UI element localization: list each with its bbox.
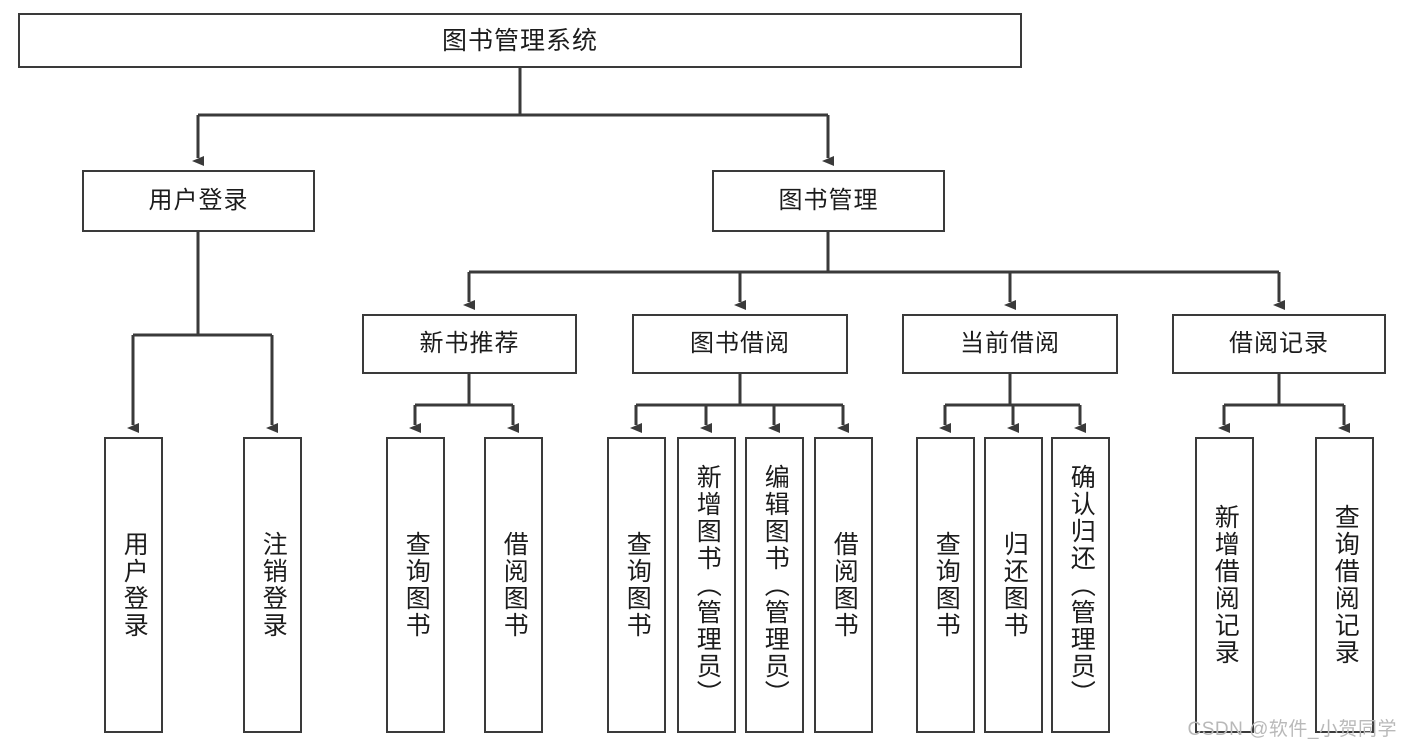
node-leaf-bb-query-book-label: 查询图书: [623, 531, 652, 639]
node-leaf-user-login-label: 用户登录: [120, 531, 149, 639]
node-leaf-cb-confirm-return[interactable]: 确认归还（管理员）: [1051, 437, 1110, 733]
node-leaf-br-add-record-label: 新增借阅记录: [1211, 504, 1240, 666]
node-leaf-bb-edit-book[interactable]: 编辑图书（管理员）: [745, 437, 804, 733]
node-leaf-bb-edit-book-label: 编辑图书（管理员）: [761, 463, 790, 707]
node-current-borrow-label: 当前借阅: [960, 329, 1060, 357]
node-leaf-logout[interactable]: 注销登录: [243, 437, 302, 733]
node-leaf-cb-confirm-return-label: 确认归还（管理员）: [1067, 463, 1096, 707]
node-leaf-br-add-record[interactable]: 新增借阅记录: [1195, 437, 1254, 733]
node-leaf-bb-add-book[interactable]: 新增图书（管理员）: [677, 437, 736, 733]
node-leaf-bb-query-book[interactable]: 查询图书: [607, 437, 666, 733]
node-borrow-record[interactable]: 借阅记录: [1172, 314, 1386, 374]
node-leaf-rec-borrow-book-label: 借阅图书: [500, 531, 529, 639]
node-borrow-record-label: 借阅记录: [1229, 329, 1329, 357]
node-leaf-cb-query-book-label: 查询图书: [932, 531, 961, 639]
node-root[interactable]: 图书管理系统: [18, 13, 1022, 68]
node-leaf-rec-borrow-book[interactable]: 借阅图书: [484, 437, 543, 733]
node-new-book-rec-label: 新书推荐: [419, 329, 520, 357]
node-new-book-rec[interactable]: 新书推荐: [362, 314, 577, 374]
node-leaf-br-query-record[interactable]: 查询借阅记录: [1315, 437, 1374, 733]
node-leaf-bb-borrow-book[interactable]: 借阅图书: [814, 437, 873, 733]
node-user-login-label: 用户登录: [148, 186, 249, 214]
node-leaf-cb-return-book[interactable]: 归还图书: [984, 437, 1043, 733]
node-leaf-cb-return-book-label: 归还图书: [1000, 531, 1029, 639]
node-book-manage-label: 图书管理: [778, 186, 879, 214]
node-leaf-rec-query-book[interactable]: 查询图书: [386, 437, 445, 733]
node-leaf-user-login[interactable]: 用户登录: [104, 437, 163, 733]
node-leaf-cb-query-book[interactable]: 查询图书: [916, 437, 975, 733]
node-leaf-bb-borrow-book-label: 借阅图书: [830, 531, 859, 639]
node-leaf-br-query-record-label: 查询借阅记录: [1331, 504, 1360, 666]
node-root-label: 图书管理系统: [441, 26, 598, 55]
node-leaf-rec-query-book-label: 查询图书: [402, 531, 431, 639]
node-current-borrow[interactable]: 当前借阅: [902, 314, 1118, 374]
node-user-login[interactable]: 用户登录: [82, 170, 315, 232]
watermark: CSDN @软件_小贺同学: [1187, 719, 1397, 740]
node-leaf-logout-label: 注销登录: [259, 531, 288, 639]
node-book-borrow-label: 图书借阅: [690, 329, 790, 357]
node-leaf-bb-add-book-label: 新增图书（管理员）: [693, 463, 722, 707]
node-book-borrow[interactable]: 图书借阅: [632, 314, 848, 374]
node-book-manage[interactable]: 图书管理: [712, 170, 945, 232]
